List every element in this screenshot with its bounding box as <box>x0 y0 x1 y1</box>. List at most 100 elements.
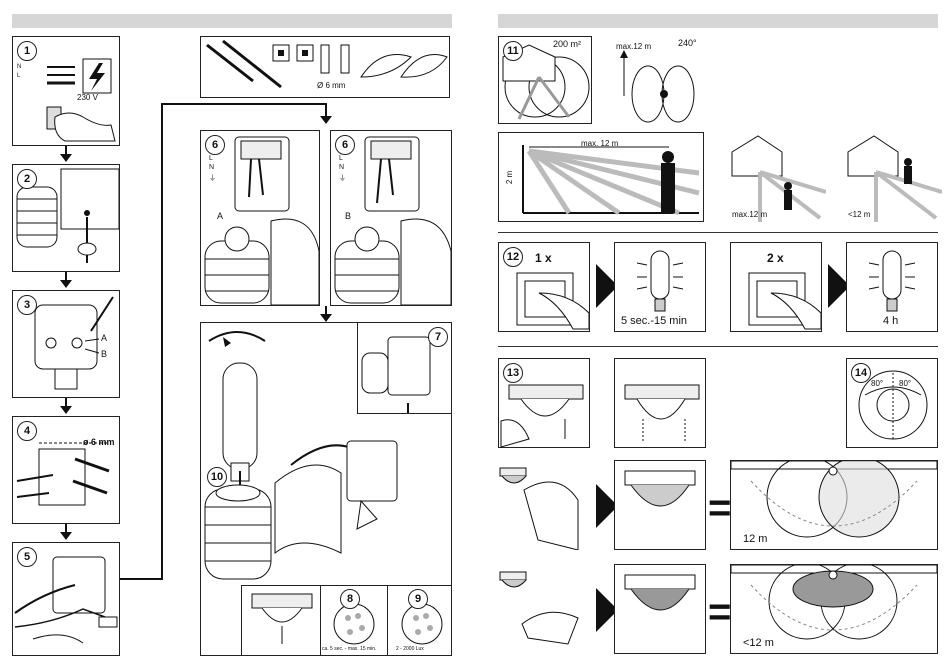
step-2-panel: 2 <box>12 164 120 272</box>
section-divider <box>498 232 938 233</box>
side-range-panel: max. 12 m 2 m <box>498 132 704 222</box>
step-number: 11 <box>503 41 523 61</box>
walk-toward-panel: max.12 m <box>730 132 826 222</box>
step-number: 2 <box>17 169 37 189</box>
press-count-label: 1 x <box>535 251 552 265</box>
coverage-reduced-panel: <12 m <box>730 564 938 654</box>
arrow-down-icon <box>320 314 332 322</box>
sensor-adjust-inset <box>241 585 321 656</box>
step-number: 3 <box>17 295 37 315</box>
step-11-angle-panel: max.12 m 240° <box>612 36 706 124</box>
arrow-down-icon <box>320 116 332 124</box>
connection-b-label: B <box>345 211 351 221</box>
lens-installed-illustration <box>615 461 705 549</box>
coverage-full-panel: 12 m <box>730 460 938 550</box>
angle-label: 240° <box>678 38 697 48</box>
step-number: 7 <box>428 327 448 347</box>
angle-left-label: 80° <box>871 379 883 388</box>
full-range-label: 12 m <box>743 533 767 545</box>
terminal-label: ⏚ <box>339 173 346 183</box>
connection-a-label: A <box>217 211 223 221</box>
walk-across-illustration <box>846 132 942 222</box>
step-number: 6 <box>335 135 355 155</box>
step-9-panel: 9 2 - 2000 Lux <box>387 585 452 656</box>
step-number: 8 <box>340 589 360 609</box>
light-on-4h-panel: 4 h <box>846 242 938 332</box>
equals-sign: = <box>708 486 731 531</box>
step-5-panel: 5 <box>12 542 120 656</box>
angle-right-label: 80° <box>899 379 911 388</box>
step-12-press-once-panel: 12 1 x <box>498 242 590 332</box>
coverage-area-label: 200 m² <box>553 39 581 49</box>
step-7-panel: 7 <box>357 322 452 414</box>
step-number: 12 <box>503 247 523 267</box>
step-number: 6 <box>205 135 225 155</box>
arrow-down-icon <box>60 406 72 414</box>
step-number: 13 <box>503 363 523 383</box>
arrow-down-icon <box>60 532 72 540</box>
parts-panel: Ø 6 mm <box>200 36 450 98</box>
step-1-panel: 1 N L 230 V <box>12 36 120 146</box>
step-13-remove-panel: 13 <box>498 358 590 448</box>
flow-line <box>120 578 162 580</box>
arrow-down-icon <box>60 280 72 288</box>
terminal-label: L <box>339 155 343 162</box>
press-twice-panel: 2 x <box>730 242 822 332</box>
wire-n-label: N <box>17 64 21 70</box>
equals-sign: = <box>708 590 731 635</box>
terminal-label: N <box>339 164 344 171</box>
flow-line <box>161 103 163 580</box>
walk-across-label: <12 m <box>848 210 870 219</box>
step-number: 14 <box>851 363 871 383</box>
step-4-panel: 4 ø 6 mm <box>12 416 120 524</box>
drill-size-label: ø 6 mm <box>83 437 115 447</box>
lens-segment-illustration <box>498 460 590 550</box>
terminal-label: ⏚ <box>209 173 216 183</box>
range-label: max.12 m <box>616 42 651 51</box>
lens-installed-illustration <box>615 565 705 653</box>
lens-reduced-result-panel <box>614 564 706 654</box>
press-count-label: 2 x <box>767 251 784 265</box>
step-11-area-panel: 11 200 m² <box>498 36 592 124</box>
time-setting-caption: ca. 5 sec. - max. 15 min. <box>322 646 376 652</box>
step-14-angle-panel: 14 80° 80° <box>846 358 938 448</box>
right-page-header-bar <box>498 14 938 28</box>
side-range-label: max. 12 m <box>581 139 618 148</box>
step-number: 9 <box>408 589 428 609</box>
arrow-down-icon <box>60 154 72 162</box>
step-3-panel: 3 A B <box>12 290 120 398</box>
step-6a-panel: 6 L N ⏚ A <box>200 130 320 306</box>
duration-label: 4 h <box>883 315 898 327</box>
section-divider <box>498 346 938 347</box>
wire-l-label: L <box>17 73 20 79</box>
sensor-head-illustration <box>242 586 320 656</box>
flow-line <box>325 103 327 117</box>
drill-size-label: Ø 6 mm <box>317 81 345 90</box>
step-10-assembly-panel: 7 10 8 ca. 5 sec. - max. 15 min. 9 2 - 2… <box>200 322 452 656</box>
lens-segment-illustration <box>498 564 590 654</box>
walk-toward-illustration <box>730 132 826 222</box>
lens-cover-illustration <box>615 359 705 447</box>
reduced-range-label: <12 m <box>743 637 774 649</box>
terminal-label: N <box>209 164 214 171</box>
lens-full-panel <box>498 460 590 550</box>
voltage-label: 230 V <box>77 93 98 102</box>
step-number: 10 <box>207 467 227 487</box>
terminal-label: L <box>209 155 213 162</box>
step-number: 4 <box>17 421 37 441</box>
walk-across-panel: <12 m <box>846 132 942 222</box>
lens-reduced-panel <box>498 564 590 654</box>
lens-full-result-panel <box>614 460 706 550</box>
lens-insert-panel <box>614 358 706 448</box>
left-page-header-bar <box>12 14 452 28</box>
flow-line <box>161 103 327 105</box>
marker-a-label: A <box>101 333 107 343</box>
lux-setting-caption: 2 - 2000 Lux <box>396 646 424 652</box>
marker-b-label: B <box>101 349 107 359</box>
fuse-switch-off-illustration <box>25 55 117 143</box>
timer-range-label: 5 sec.-15 min <box>621 315 687 327</box>
step-number: 1 <box>17 41 37 61</box>
mount-height-label: 2 m <box>505 171 514 184</box>
step-6b-panel: 6 L N ⏚ B <box>330 130 452 306</box>
walk-toward-label: max.12 m <box>732 210 767 219</box>
